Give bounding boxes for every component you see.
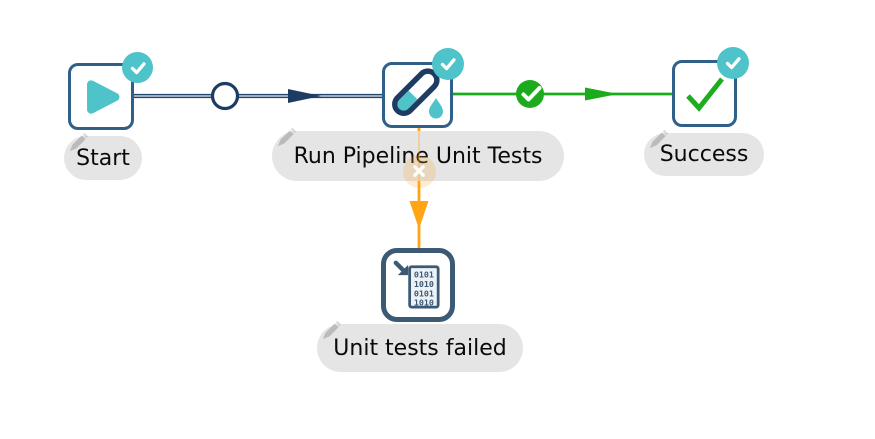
binary-row: 0101 [414,288,434,298]
hop-success-circle[interactable] [516,80,544,108]
play-icon [87,79,120,114]
edit-pencil-icon[interactable] [274,126,298,150]
action-label-text: Run Pipeline Unit Tests [293,143,543,169]
status-check-badge [717,47,749,79]
edit-pencil-icon[interactable] [319,319,343,343]
check-icon [725,57,741,70]
hop-unconditional-circle[interactable] [210,81,240,111]
failure-x-badge [402,154,436,188]
action-label-success[interactable]: Success [644,129,764,176]
hop-start-to-run-tests[interactable] [134,81,383,111]
action-label-start[interactable]: Start [64,132,142,180]
action-label-text: Start [76,145,130,171]
write-to-log-icon: 0101 1010 0101 1010 [393,260,440,309]
status-check-badge [122,52,153,83]
droplet-icon [429,98,443,119]
success-check-icon [685,76,724,112]
edit-pencil-icon[interactable] [66,131,90,155]
action-node-unit-tests-failed[interactable]: 0101 1010 0101 1010 [381,248,455,322]
hop-failure-line-overlay [417,131,421,181]
hop-arrowhead [585,87,618,101]
binary-row: 0101 [414,270,434,280]
hop-arrowhead [288,89,321,103]
hop-run-tests-to-success[interactable] [452,80,673,108]
hop-arrowhead [409,201,429,229]
binary-row: 1010 [414,279,434,289]
edit-pencil-icon[interactable] [646,128,670,152]
status-check-badge [432,48,464,80]
check-icon [521,86,542,102]
action-label-unit-tests-failed[interactable]: Unit tests failed [317,320,523,372]
action-label-text: Unit tests failed [333,335,507,361]
test-tube-icon [392,68,443,119]
check-icon [440,58,456,71]
check-icon [130,61,146,74]
x-icon [413,165,425,177]
action-node-start[interactable] [68,63,134,130]
binary-row: 1010 [414,298,434,308]
action-label-text: Success [659,142,749,167]
